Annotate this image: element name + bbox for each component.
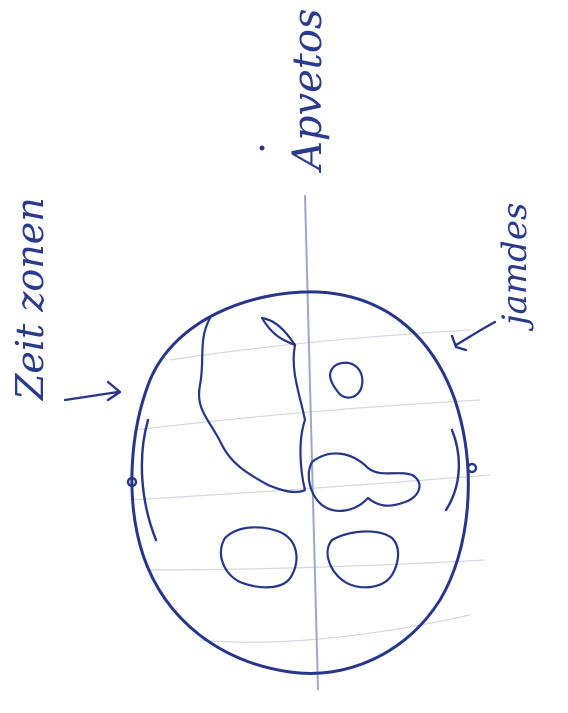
arrow-zeitzonen-head	[108, 382, 120, 400]
annotation-arrows	[65, 322, 495, 400]
right-meridian-mark	[446, 430, 459, 510]
continent-lower-left	[221, 527, 296, 587]
small-mark	[260, 146, 265, 151]
continent-lower-right	[328, 531, 399, 587]
continent-arc-segment	[262, 318, 295, 345]
bands-label: jamdes	[495, 203, 535, 325]
island-small	[330, 363, 362, 398]
globe-outline	[132, 292, 468, 674]
latitude-line	[150, 560, 485, 570]
arrow-jamdes	[456, 322, 495, 345]
latitude-line	[200, 615, 470, 642]
left-meridian-mark	[142, 420, 156, 540]
globe-axis-line	[305, 195, 318, 690]
time-zones-label: Zeit zonen	[8, 197, 52, 400]
axis-label: Apvetos	[285, 9, 331, 170]
latitude-line	[135, 400, 480, 430]
